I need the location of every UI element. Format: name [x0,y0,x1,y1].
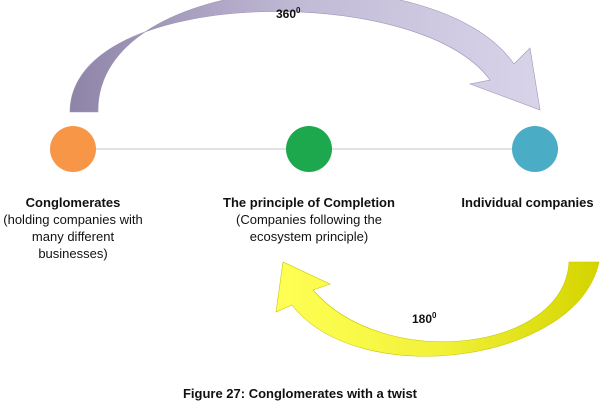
individual-companies-node [512,126,558,172]
conglomerates-title: Conglomerates [25,195,121,210]
bottom-curved-arrow [275,261,600,357]
bottom-arrow-degree-label: 1800 [412,311,436,326]
top-arrow-degree-label: 3600 [276,6,300,21]
bottom-degree-value: 180 [412,312,433,326]
top-degree-superscript: 0 [296,6,301,15]
completion-principle-node [286,126,332,172]
conglomerates-label: Conglomerates (holding companies with ma… [0,194,146,262]
conglomerates-node [50,126,96,172]
bottom-degree-superscript: 0 [432,311,437,320]
figure-caption: Figure 27: Conglomerates with a twist [182,386,418,401]
individual-companies-title: Individual companies [461,195,594,210]
top-degree-value: 360 [276,7,297,21]
individual-companies-label: Individual companies [455,194,600,211]
conglomerates-description: (holding companies with many different b… [3,212,143,261]
completion-principle-description: (Companies following the ecosystem princ… [236,212,382,244]
completion-principle-label: The principle of Completion (Companies f… [219,194,399,245]
completion-principle-title: The principle of Completion [223,195,395,210]
top-curved-arrow [69,0,541,113]
